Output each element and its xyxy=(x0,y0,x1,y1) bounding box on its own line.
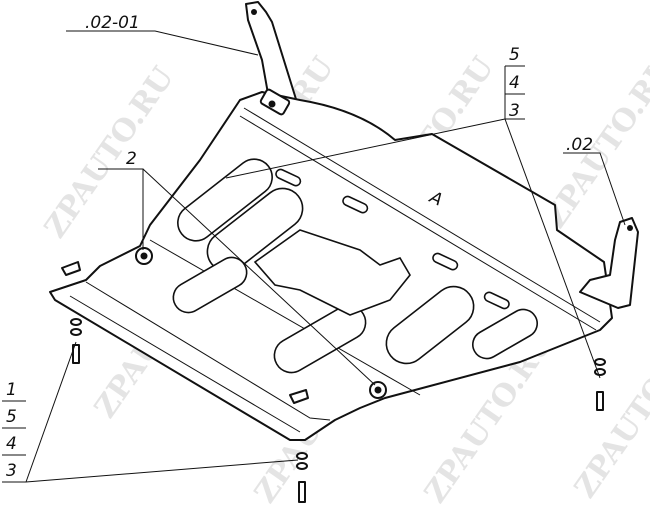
callout-bottom-stack: 1 5 4 3 xyxy=(2,341,299,483)
callout-label: 2 xyxy=(126,149,137,169)
callout-label: 3 xyxy=(6,461,17,481)
callout-label: 5 xyxy=(6,407,17,427)
callout-mount: 2 xyxy=(98,149,376,386)
callout-right-bracket: .02 xyxy=(563,135,626,226)
callout-label: .02-01 xyxy=(85,13,140,33)
watermark: ZPAUTO.RU xyxy=(568,321,650,505)
right-bracket xyxy=(579,217,639,309)
hardware xyxy=(61,247,606,503)
callout-label: 4 xyxy=(509,73,520,93)
callout-label: 1 xyxy=(6,380,17,400)
callout-label: .02 xyxy=(566,135,593,155)
callout-top-stack: 5 4 3 xyxy=(225,45,601,379)
callout-label: 4 xyxy=(6,434,17,454)
skid-plate: A xyxy=(49,88,613,441)
callout-label: 5 xyxy=(509,45,520,65)
callout-top-bracket: .02-01 xyxy=(66,13,259,56)
plate-slots xyxy=(172,158,538,374)
callout-label: 3 xyxy=(509,101,520,121)
